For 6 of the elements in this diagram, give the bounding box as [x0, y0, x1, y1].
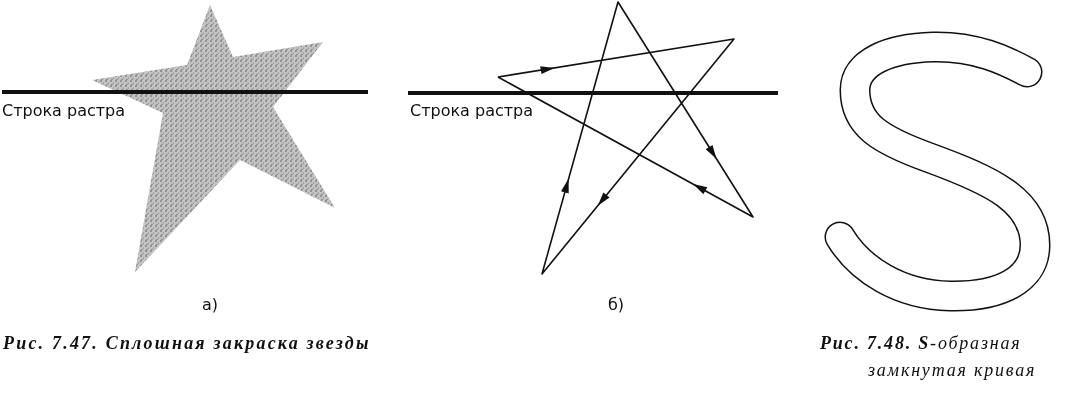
figure-caption: Рис. 7.47. Сплошная закраска звезды	[3, 332, 371, 355]
panel-label: а)	[202, 295, 219, 314]
raster-line-label: Строка растра	[410, 101, 534, 120]
raster-line-label: Строка растра	[2, 101, 126, 120]
panel-label: б)	[608, 295, 625, 314]
figure-caption: Рис. 7.48. S-образная замкнутая кривая	[820, 332, 1038, 382]
